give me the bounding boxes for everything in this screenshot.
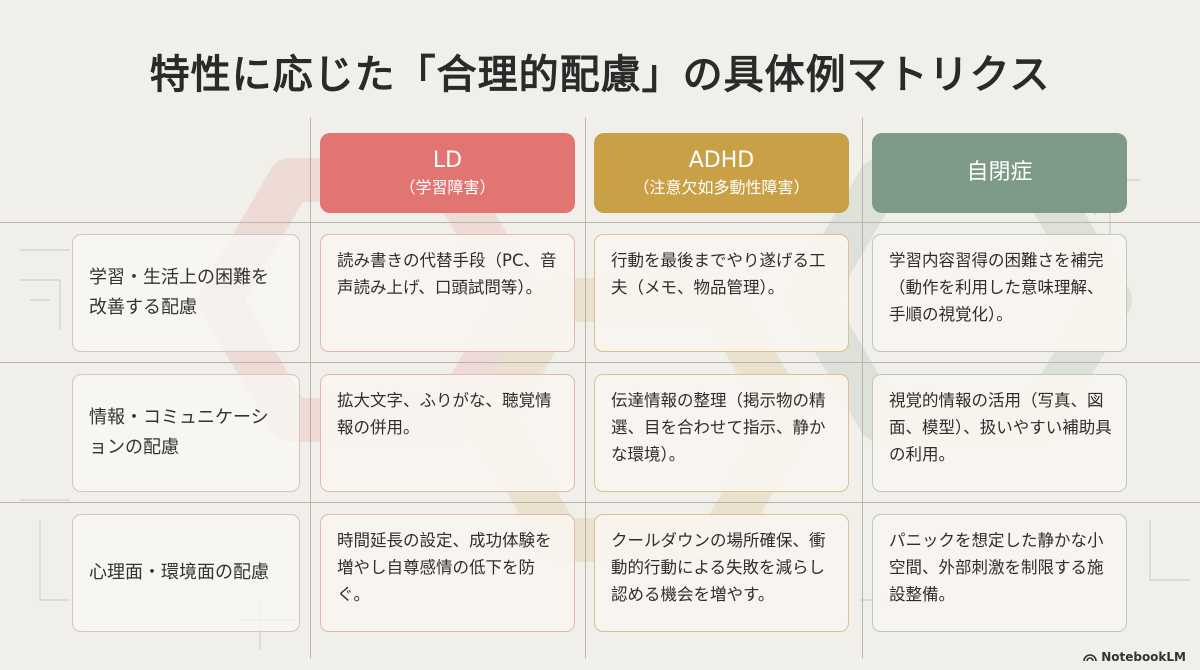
grid-divider bbox=[0, 222, 1200, 223]
column-header-label: LD bbox=[432, 148, 463, 173]
column-header-label: ADHD bbox=[688, 148, 755, 173]
row-header-label: 情報・コミュニケーションの配慮 bbox=[89, 407, 269, 458]
grid-divider bbox=[862, 118, 863, 658]
grid-divider bbox=[310, 118, 311, 658]
grid-divider bbox=[585, 118, 586, 658]
row-header-psychological-environmental: 心理面・環境面の配慮 bbox=[72, 514, 300, 632]
column-header-sublabel: （学習障害） bbox=[399, 178, 496, 197]
grid-divider bbox=[0, 502, 1200, 503]
column-header-label: 自閉症 bbox=[966, 160, 1033, 185]
row-header-label: 学習・生活上の困難を改善する配慮 bbox=[89, 267, 269, 318]
matrix-cell-adhd-information: 伝達情報の整理（掲示物の精選、目を合わせて指示、静かな環境）。 bbox=[594, 374, 849, 492]
page-title: 特性に応じた「合理的配慮」の具体例マトリクス bbox=[149, 52, 1051, 98]
notebooklm-watermark: NotebookLM bbox=[1083, 650, 1186, 664]
matrix-cell-adhd-psychological: クールダウンの場所確保、衝動的行動による失敗を減らし認める機会を増やす。 bbox=[594, 514, 849, 632]
notebooklm-logo-icon bbox=[1083, 654, 1097, 662]
grid-divider bbox=[0, 362, 1200, 363]
matrix-cell-autism-information: 視覚的情報の活用（写真、図面、模型）、扱いやすい補助具の利用。 bbox=[872, 374, 1127, 492]
matrix-cell-autism-psychological: パニックを想定した静かな小空間、外部刺激を制限する施設整備。 bbox=[872, 514, 1127, 632]
brand-label: NotebookLM bbox=[1101, 650, 1186, 664]
matrix-cell-adhd-learning: 行動を最後までやり遂げる工夫（メモ、物品管理）。 bbox=[594, 234, 849, 352]
row-header-label: 心理面・環境面の配慮 bbox=[89, 562, 269, 583]
row-header-learning-life: 学習・生活上の困難を改善する配慮 bbox=[72, 234, 300, 352]
column-header-ld: LD （学習障害） bbox=[320, 133, 575, 213]
column-header-adhd: ADHD （注意欠如多動性障害） bbox=[594, 133, 849, 213]
matrix-cell-ld-information: 拡大文字、ふりがな、聴覚情報の併用。 bbox=[320, 374, 575, 492]
matrix-cell-ld-psychological: 時間延長の設定、成功体験を増やし自尊感情の低下を防ぐ。 bbox=[320, 514, 575, 632]
row-header-information-communication: 情報・コミュニケーションの配慮 bbox=[72, 374, 300, 492]
matrix-cell-autism-learning: 学習内容習得の困難さを補完（動作を利用した意味理解、手順の視覚化）。 bbox=[872, 234, 1127, 352]
matrix-cell-ld-learning: 読み書きの代替手段（PC、音声読み上げ、口頭試問等）。 bbox=[320, 234, 575, 352]
column-header-sublabel: （注意欠如多動性障害） bbox=[633, 178, 810, 197]
column-header-autism: 自閉症 bbox=[872, 133, 1127, 213]
